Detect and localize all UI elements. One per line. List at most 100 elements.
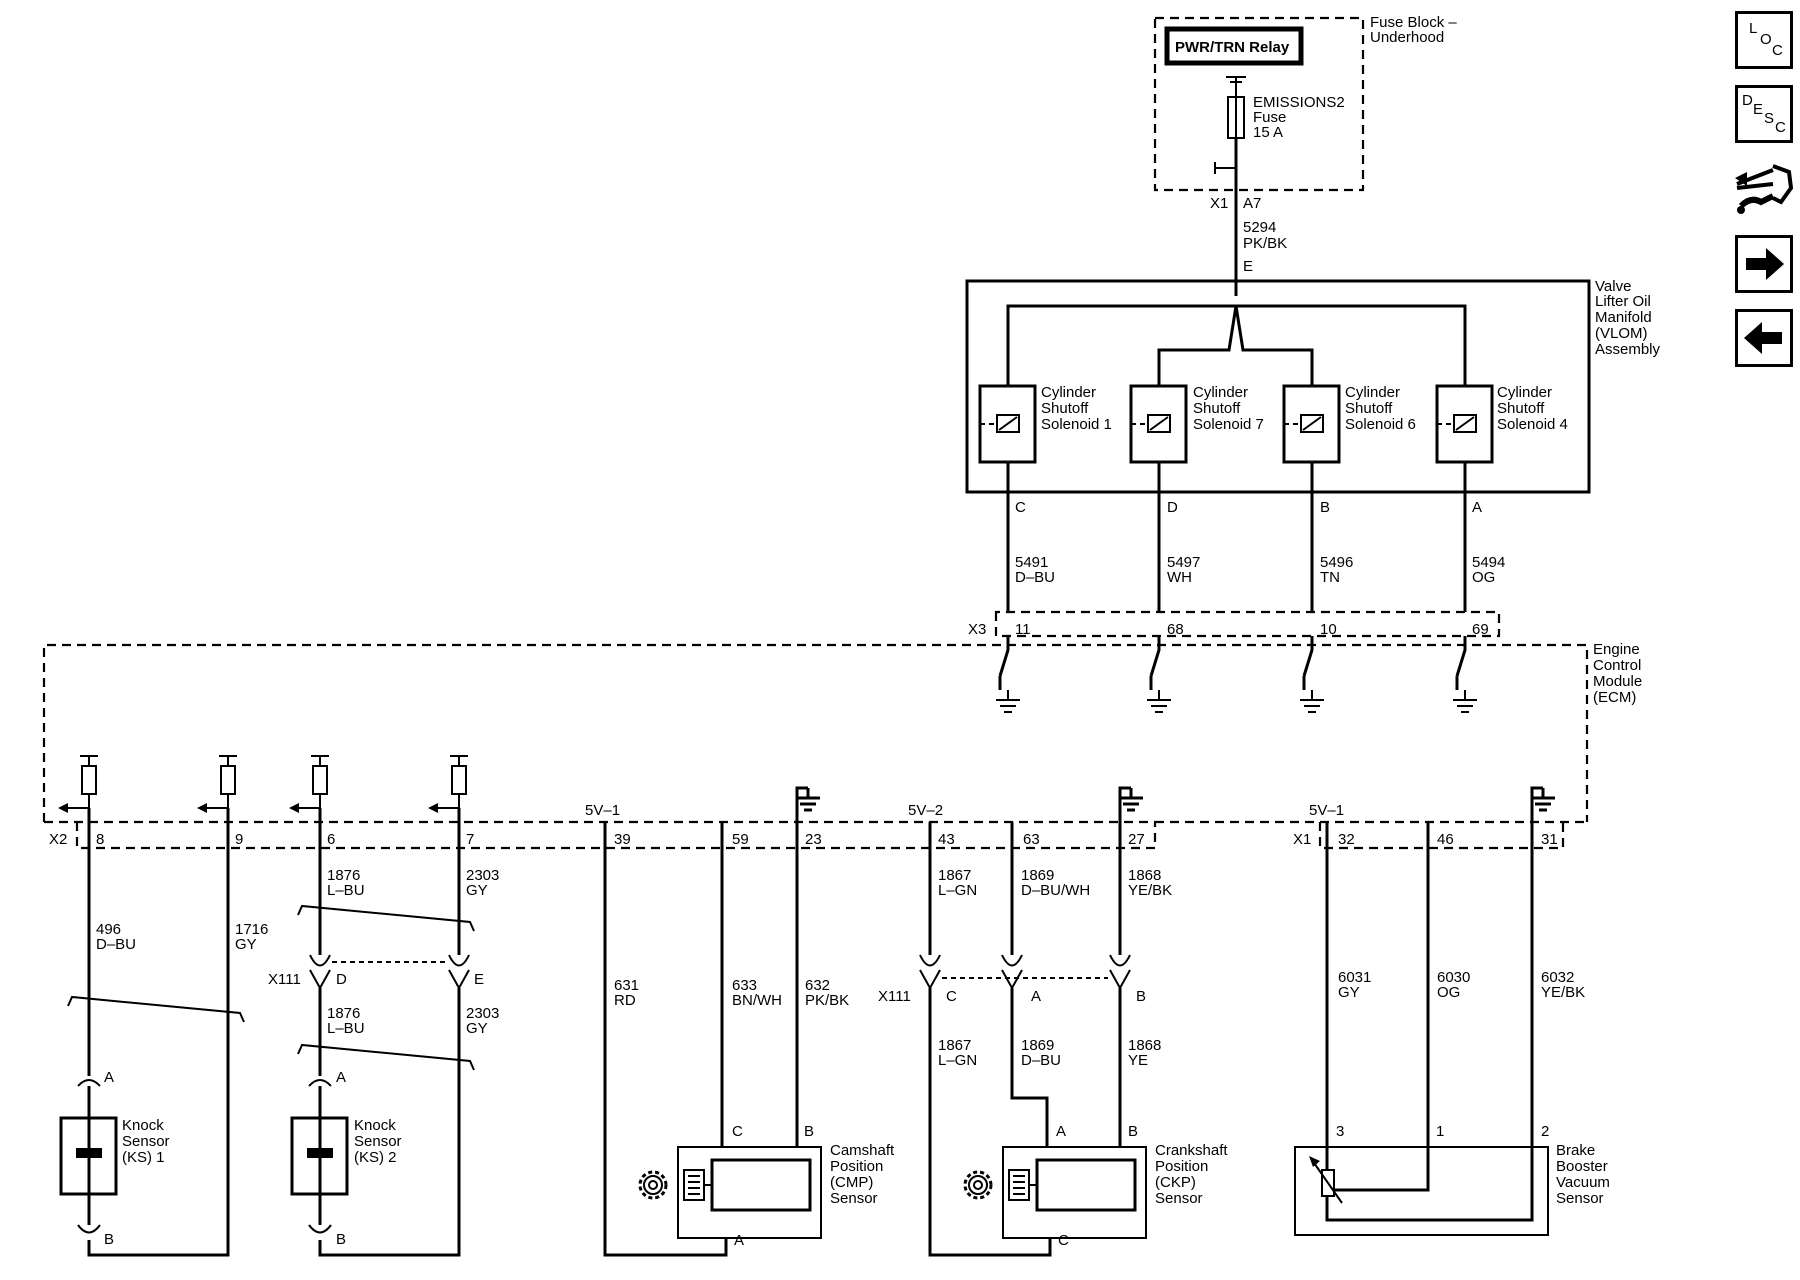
svg-text:Cylinder: Cylinder bbox=[1041, 384, 1096, 401]
vlom-title-line4: (VLOM) bbox=[1595, 325, 1648, 342]
ref-5v-1b-label: 5V–1 bbox=[1309, 802, 1344, 819]
vlom-assembly: Valve Lifter Oil Manifold (VLOM) Assembl… bbox=[965, 278, 1661, 612]
fuse-label-line2: Fuse bbox=[1253, 109, 1286, 126]
wire-1876a-circuit: 1876 bbox=[327, 867, 360, 884]
ckp-pin-a: A bbox=[1056, 1123, 1066, 1140]
fuse-block-title-line2: Underhood bbox=[1370, 29, 1444, 46]
bbv-label-line4: Sensor bbox=[1556, 1190, 1604, 1207]
wire-1876a-color: L–BU bbox=[327, 882, 365, 899]
x111-left-pin-e: E bbox=[474, 971, 484, 988]
cmp-pin-a: A bbox=[734, 1232, 744, 1249]
x1-label: X1 bbox=[1293, 831, 1311, 848]
ks1-pin-b: B bbox=[104, 1231, 114, 1248]
wire-631-circuit: 631 bbox=[614, 977, 639, 994]
ref-5v-1-label: 5V–1 bbox=[585, 802, 620, 819]
x2-pin-59: 59 bbox=[732, 831, 749, 848]
cmp-pin-c: C bbox=[732, 1123, 743, 1140]
wire-5496-color: TN bbox=[1320, 569, 1340, 586]
vlom-title-line3: Manifold bbox=[1595, 309, 1652, 326]
svg-text:Shutoff: Shutoff bbox=[1497, 400, 1545, 417]
wire-1868a-color: YE/BK bbox=[1128, 882, 1172, 899]
location-button[interactable]: L O C bbox=[1735, 11, 1793, 69]
sensor-ground-symbols bbox=[795, 786, 1555, 822]
fuse-supply-terminal bbox=[1226, 76, 1246, 97]
ref-5v-2-label: 5V–2 bbox=[908, 802, 943, 819]
wire-1868b-color: YE bbox=[1128, 1052, 1148, 1069]
ecm-title-line2: Control bbox=[1593, 657, 1641, 674]
ckp-label-line2: Position bbox=[1155, 1158, 1208, 1175]
solenoid-driver-switches bbox=[998, 636, 1467, 690]
wire-2303b-circuit: 2303 bbox=[466, 1005, 499, 1022]
wire-631-color: RD bbox=[614, 992, 636, 1009]
x3-connector-band bbox=[994, 610, 1501, 638]
ks2-label-line1: Knock bbox=[354, 1117, 396, 1134]
vlom-title-line5: Assembly bbox=[1595, 341, 1661, 358]
fuse-block-connector bbox=[1214, 162, 1236, 174]
fuse-pin-label: A7 bbox=[1243, 195, 1261, 212]
svg-text:Solenoid 6: Solenoid 6 bbox=[1345, 416, 1416, 433]
x1-pin-32: 32 bbox=[1338, 831, 1355, 848]
ecm: X3 11 68 10 69 Engine Control Module (EC… bbox=[42, 610, 1642, 850]
harness-wires bbox=[87, 808, 1534, 1257]
feed-color: PK/BK bbox=[1243, 235, 1287, 252]
wire-5494-circuit: 5494 bbox=[1472, 554, 1505, 571]
ks2-pin-a: A bbox=[336, 1069, 346, 1086]
svg-text:Solenoid 1: Solenoid 1 bbox=[1041, 416, 1112, 433]
x3-pin-68: 68 bbox=[1167, 621, 1184, 638]
arrow-right-icon bbox=[1746, 248, 1784, 280]
reluctor-gear-icon bbox=[638, 1170, 668, 1200]
camshaft-position-sensor: C B A Camshaft Position (CMP) Sensor bbox=[638, 1123, 895, 1249]
description-button[interactable]: D E S C bbox=[1735, 85, 1793, 143]
connector-end-view-button[interactable] bbox=[1733, 158, 1795, 220]
desc-letter-s: S bbox=[1764, 110, 1775, 127]
ks1-label-line1: Knock bbox=[122, 1117, 164, 1134]
next-page-button[interactable] bbox=[1735, 235, 1793, 293]
wire-1876b-circuit: 1876 bbox=[327, 1005, 360, 1022]
wire-5491-circuit: 5491 bbox=[1015, 554, 1048, 571]
x111-right-pin-b: B bbox=[1136, 988, 1146, 1005]
ecm-title-line4: (ECM) bbox=[1593, 689, 1636, 706]
bbv-label-line3: Vacuum bbox=[1556, 1174, 1610, 1191]
wire-1869a-color: D–BU/WH bbox=[1021, 882, 1090, 899]
svg-text:Cylinder: Cylinder bbox=[1193, 384, 1248, 401]
wire-6030 bbox=[1333, 822, 1430, 1192]
wire-6030-color: OG bbox=[1437, 984, 1460, 1001]
loc-letter-o: O bbox=[1760, 31, 1772, 48]
bbv-label-line1: Brake bbox=[1556, 1142, 1595, 1159]
crankshaft-position-sensor: A B C Crankshaft Position (CKP) Sensor bbox=[963, 1123, 1228, 1249]
wire-6032 bbox=[1325, 822, 1534, 1222]
svg-text:Cylinder: Cylinder bbox=[1345, 384, 1400, 401]
wire-632-circuit: 632 bbox=[805, 977, 830, 994]
ks2-pin-b: B bbox=[336, 1231, 346, 1248]
wire-6032-circuit: 6032 bbox=[1541, 969, 1574, 986]
solenoid-4-pin: A bbox=[1472, 499, 1482, 516]
svg-text:Cylinder: Cylinder bbox=[1497, 384, 1552, 401]
wire-5491-color: D–BU bbox=[1015, 569, 1055, 586]
wire-5494-color: OG bbox=[1472, 569, 1495, 586]
wire-1867a-color: L–GN bbox=[938, 882, 977, 899]
cylinder-shutoff-solenoid-4: Cylinder Shutoff Solenoid 4 bbox=[1435, 384, 1568, 464]
desc-letter-e: E bbox=[1753, 101, 1764, 118]
previous-page-button[interactable] bbox=[1735, 309, 1793, 367]
wire-2303a-circuit: 2303 bbox=[466, 867, 499, 884]
wire-1869a-circuit: 1869 bbox=[1021, 867, 1054, 884]
feed-circuit: 5294 bbox=[1243, 219, 1276, 236]
wire-633-circuit: 633 bbox=[732, 977, 757, 994]
fuse-label-line3: 15 A bbox=[1253, 124, 1283, 141]
ckp-label-line4: Sensor bbox=[1155, 1190, 1203, 1207]
x1-pin-46: 46 bbox=[1437, 831, 1454, 848]
wire-2303b-color: GY bbox=[466, 1020, 488, 1037]
wire-1869 bbox=[1010, 822, 1049, 1147]
ckp-label-line3: (CKP) bbox=[1155, 1174, 1196, 1191]
reluctor-wheel-icon bbox=[963, 1170, 993, 1200]
wire-632-color: PK/BK bbox=[805, 992, 849, 1009]
bbv-pin-1: 1 bbox=[1436, 1123, 1444, 1140]
wire-1869b-circuit: 1869 bbox=[1021, 1037, 1054, 1054]
fuse-connector-label: X1 bbox=[1210, 195, 1228, 212]
wire-1716 bbox=[87, 808, 230, 1257]
x2-pin-23: 23 bbox=[805, 831, 822, 848]
wire-6031-color: GY bbox=[1338, 984, 1360, 1001]
wire-5496-circuit: 5496 bbox=[1320, 554, 1353, 571]
relay-label: PWR/TRN Relay bbox=[1175, 39, 1290, 56]
